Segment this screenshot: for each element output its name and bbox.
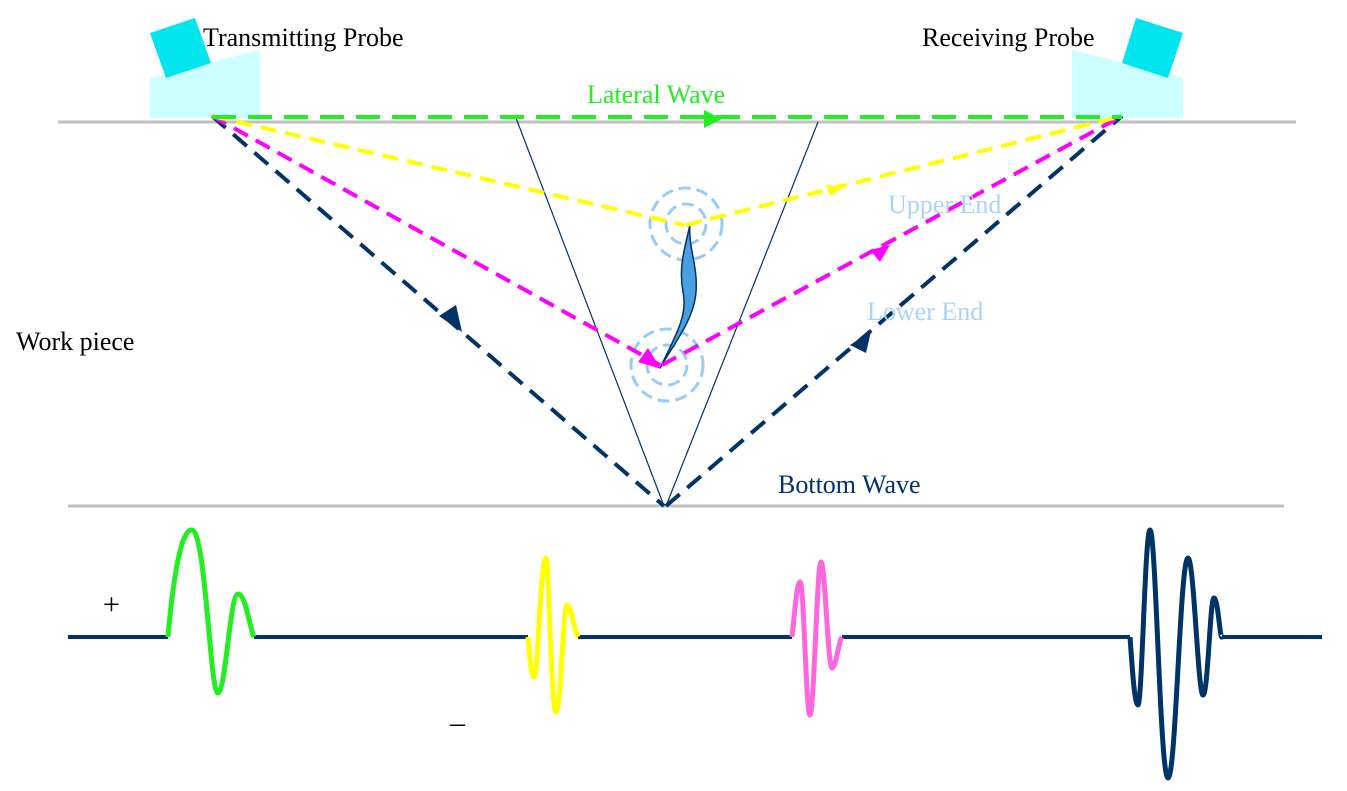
beam-line-right <box>665 121 819 507</box>
lower-end-arrow-1 <box>638 348 661 369</box>
lower-diffraction-rings <box>629 327 705 403</box>
bottom-wave-arrow-down <box>439 305 462 332</box>
receiving-probe-label: Receiving Probe <box>922 23 1095 52</box>
lower-end-wave-path <box>211 114 1123 367</box>
lower-end-arrow-2 <box>870 245 890 262</box>
upper-end-label: Upper End <box>888 190 1001 219</box>
lateral-wave-signal <box>165 527 257 696</box>
lower-end-label: Lower End <box>867 297 983 326</box>
bottom-wave-path <box>210 114 1124 508</box>
lateral-wave-label: Lateral Wave <box>587 80 725 109</box>
upper-end-arrow <box>826 184 843 196</box>
upper-end-signal <box>525 555 581 715</box>
transmitting-probe-label: Transmitting Probe <box>203 23 404 52</box>
bottom-wave-signal <box>1127 527 1225 781</box>
transmitting-probe <box>150 18 260 118</box>
plus-label: + <box>103 588 120 621</box>
minus-label: – <box>449 706 466 739</box>
lower-end-signal <box>789 559 845 718</box>
receiving-probe <box>1072 18 1183 118</box>
bottom-wave-arrow-up <box>850 331 871 353</box>
bottom-wave-label: Bottom Wave <box>778 470 921 499</box>
lateral-wave-arrow <box>704 110 722 128</box>
upper-end-wave-path <box>211 114 1123 227</box>
work-piece-label: Work piece <box>16 327 134 356</box>
beam-line-left <box>515 117 665 507</box>
